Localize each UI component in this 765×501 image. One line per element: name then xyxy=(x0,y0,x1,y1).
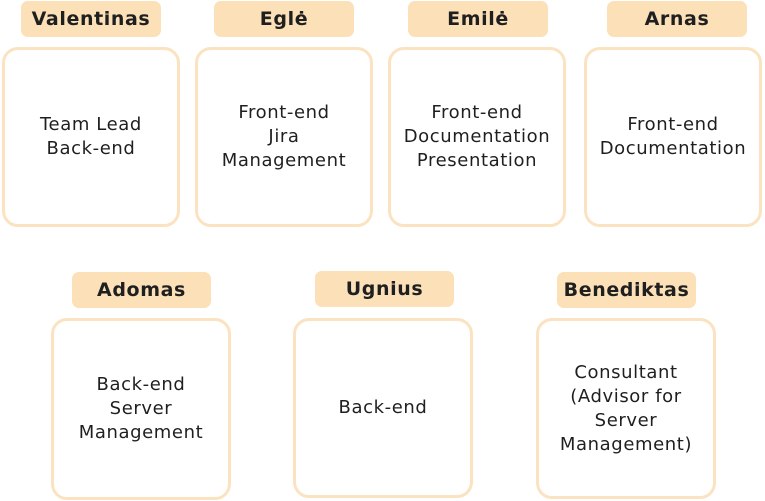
role-text: Server xyxy=(594,409,658,431)
name-tag-egle: Eglė xyxy=(214,1,354,37)
role-text: Back-end xyxy=(46,138,136,159)
role-text: Front-end xyxy=(627,114,719,135)
role-text: (Advisor for xyxy=(570,385,682,407)
name-tag-ugnius: Ugnius xyxy=(315,271,454,307)
name-tag-emile: Emilė xyxy=(408,1,548,37)
member-card-arnas: Front-end Documentation xyxy=(584,47,762,227)
role-text: Consultant xyxy=(574,361,678,383)
role-text: Jira xyxy=(268,126,300,147)
member-card-valentinas: Team Lead Back-end xyxy=(2,47,180,227)
name-tag-valentinas: Valentinas xyxy=(21,1,161,37)
role-text: Documentation xyxy=(599,138,747,159)
role-text: Team Lead xyxy=(40,114,142,135)
name-tag-adomas: Adomas xyxy=(72,272,211,308)
role-text: Presentation xyxy=(416,150,538,171)
role-text: Back-end xyxy=(96,374,186,395)
role-text: Front-end xyxy=(431,102,523,123)
member-card-emile: Front-end Documentation Presentation xyxy=(388,47,566,227)
role-text: Documentation xyxy=(403,126,551,147)
role-text: Management xyxy=(221,150,347,171)
role-text: Management) xyxy=(559,433,693,455)
role-text: Management xyxy=(78,422,204,443)
member-card-benediktas: Consultant (Advisor for Server Managemen… xyxy=(536,318,716,499)
role-text: Front-end xyxy=(238,102,330,123)
member-card-egle: Front-end Jira Management xyxy=(195,47,373,227)
name-tag-arnas: Arnas xyxy=(607,1,747,37)
member-card-ugnius: Back-end xyxy=(293,318,473,498)
role-text: Back-end xyxy=(338,397,428,418)
role-text: Server xyxy=(109,398,173,419)
name-tag-benediktas: Benediktas xyxy=(557,272,696,308)
member-card-adomas: Back-end Server Management xyxy=(51,318,231,500)
